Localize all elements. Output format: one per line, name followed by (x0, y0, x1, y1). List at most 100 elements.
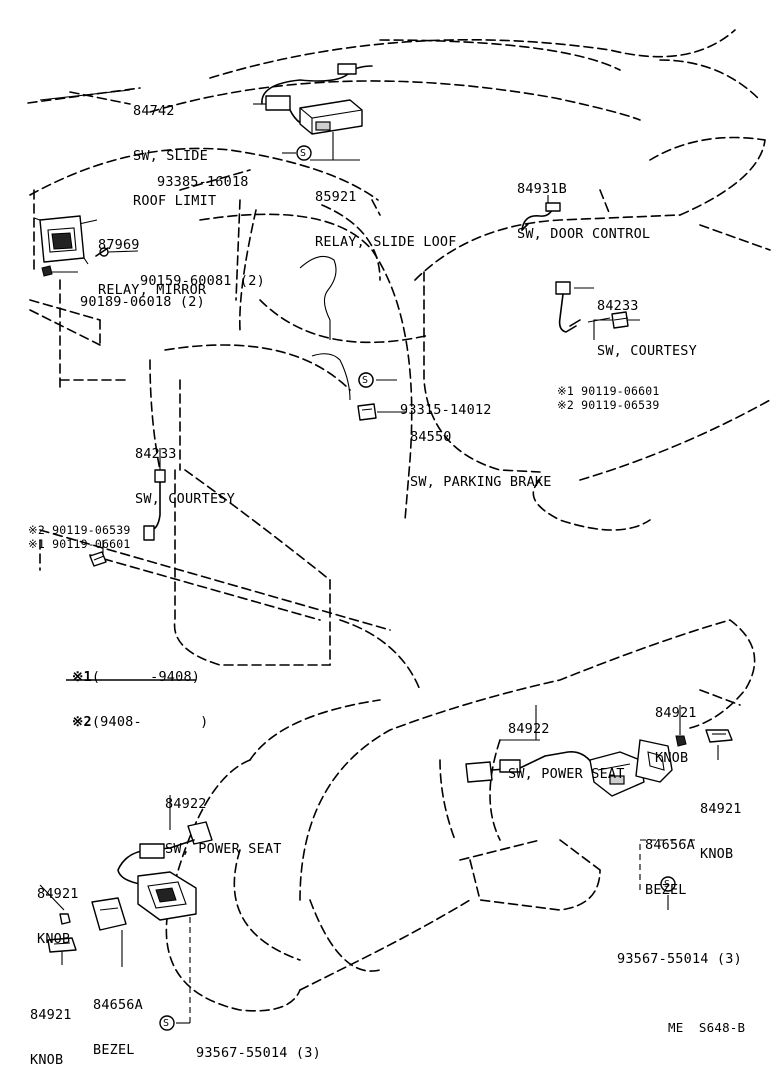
callout-bezel-right: 84656A BEZEL (645, 808, 695, 913)
s-mark-label: S (362, 375, 369, 386)
part-number: 87969 (98, 237, 140, 253)
bezel-right-part (635, 739, 673, 783)
part-number: 90189-06018 (2) (80, 294, 205, 310)
part-number: 93567-55014 (3) (617, 951, 742, 967)
part-number: 84656A (645, 837, 695, 853)
courtesy-switch-right-part (555, 281, 581, 333)
callout-sw-courtesy-left: 84233 SW, COURTESY (135, 417, 235, 522)
courtesy-switch-left-part (143, 469, 166, 541)
part-number: 84921 (655, 705, 697, 721)
part-number: ※1 90119-06601 (557, 384, 660, 398)
legend-row: ※2(9408- ) (72, 715, 208, 730)
callout-knob-right-lower: 84921 KNOB (700, 772, 742, 877)
s-mark-label: S (300, 148, 307, 159)
s-mark-label: S (163, 1018, 170, 1029)
part-number: ※2 90119-06539 (28, 523, 131, 537)
callout-screw-93567-right: 93567-55014 (3) (617, 922, 742, 982)
power-seat-switch-right-part (465, 751, 645, 797)
callout-sw-courtesy-right: 84233 SW, COURTESY (597, 269, 697, 374)
bezel-left-part (91, 897, 127, 931)
part-number: 93567-55014 (3) (196, 1045, 321, 1061)
part-number: 84742 (133, 103, 175, 119)
callout-relay-mirror: 87969 RELAY, MIRROR (98, 208, 206, 313)
part-number: 84233 (597, 298, 639, 314)
mirror-screw-part (95, 247, 109, 257)
part-description: SW, SLIDE (133, 148, 208, 164)
legend-mark: ※2 (72, 714, 92, 730)
part-number: ※1 90119-06601 (28, 537, 131, 551)
callout-bolt-93385: 93385-16018 (157, 145, 249, 205)
part-number: 90159-60081 (2) (140, 273, 265, 289)
part-number: 93315-14012 (400, 402, 492, 418)
legend-range: ( -9408) (91, 669, 201, 685)
part-number: 84931B (517, 181, 567, 197)
shift-lever-outline (299, 255, 351, 401)
knob-left-lower-part (47, 937, 77, 953)
knob-right-lower-part (705, 729, 733, 743)
callout-sw-parking-brake: 84550 SW, PARKING BRAKE (410, 400, 552, 505)
part-number: 84922 (508, 721, 550, 737)
body-outline (27, 29, 771, 1012)
callout-screw-90159: 90159-60081 (2) (140, 244, 265, 304)
part-description: RELAY, MIRROR (98, 282, 207, 298)
part-description: SW, POWER SEAT (508, 766, 625, 782)
part-description: KNOB (655, 750, 689, 766)
door-control-switch-part (521, 202, 561, 231)
part-description: KNOB (37, 931, 71, 947)
power-seat-switch-left-part (117, 821, 213, 921)
part-description: SW, COURTESY (597, 343, 697, 359)
screw-right-part (611, 311, 629, 329)
s-mark-symbols (159, 145, 676, 1031)
callout-bezel-left: 84656A BEZEL (93, 968, 143, 1073)
callout-knob-left-lower: 84921 KNOB (30, 978, 72, 1083)
callout-sw-power-seat-right: 84922 SW, POWER SEAT (508, 692, 625, 797)
part-description: SW, DOOR CONTROL (517, 226, 651, 242)
mirror-nut-part (41, 265, 53, 277)
legend-range: (9408- ) (91, 714, 209, 730)
part-description: SW, POWER SEAT (165, 841, 282, 857)
part-description: BEZEL (645, 882, 687, 898)
roof-limit-switch-part (261, 63, 373, 128)
part-number: 84550 (410, 429, 452, 445)
part-number: 84656A (93, 997, 143, 1013)
callout-sw-door-control: 84931B SW, DOOR CONTROL (517, 152, 650, 257)
figure-code: ME S648-B (668, 1020, 746, 1035)
legend-mark: ※1 (72, 669, 92, 685)
knob-left-upper-part (59, 913, 71, 925)
part-description: RELAY, SLIDE LOOF (315, 234, 457, 250)
legend-row: ※1( -9408) (72, 670, 208, 685)
part-number: ※2 90119-06539 (557, 398, 660, 412)
s-mark-label: S (664, 879, 671, 890)
part-number: 84922 (165, 796, 207, 812)
part-description: KNOB (30, 1052, 64, 1068)
callout-knob-right-upper: 84921 KNOB (655, 676, 697, 781)
callout-screw-left-1: ※1 90119-06601 (28, 509, 130, 565)
knob-right-upper-part (675, 735, 687, 747)
part-number: 93385-16018 (157, 174, 249, 190)
part-description: SW, COURTESY (135, 491, 235, 507)
part-number: 84921 (700, 801, 742, 817)
part-number: 84921 (30, 1007, 72, 1023)
callout-screw-right-2: ※2 90119-06539 (557, 370, 659, 426)
screw-left-part (89, 551, 107, 567)
mirror-relay-part (33, 215, 89, 265)
callout-relay-slide-roof: 85921 RELAY, SLIDE LOOF (315, 160, 457, 265)
legend: ※1( -9408) ※2(9408- ) (72, 640, 208, 745)
leader-lines (39, 89, 719, 1024)
callout-sw-slide-roof-limit: 84742 SW, SLIDE ROOF LIMIT (133, 74, 216, 224)
part-description: SW, PARKING BRAKE (410, 474, 552, 490)
callout-sw-power-seat-left: 84922 SW, POWER SEAT (165, 767, 282, 872)
part-description: KNOB (700, 846, 734, 862)
callout-screw-right-1: ※1 90119-06601 (557, 356, 659, 412)
callout-screw-93567-left: 93567-55014 (3) (196, 1016, 321, 1076)
callout-nut-90189: 90189-06018 (2) (80, 265, 205, 325)
part-number: 84921 (37, 886, 79, 902)
part-number: 85921 (315, 189, 357, 205)
part-number: 84233 (135, 446, 177, 462)
part-description: ROOF LIMIT (133, 193, 217, 209)
part-description: BEZEL (93, 1042, 135, 1058)
callout-screw-93315: 93315-14012 (400, 373, 492, 433)
callout-knob-left-upper: 84921 KNOB (37, 857, 79, 962)
